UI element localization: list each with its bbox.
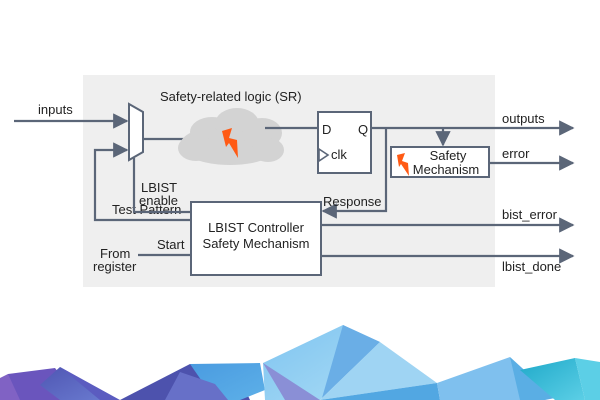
lbist-controller-label-1: LBIST Controller [208, 220, 305, 235]
inputs-label: inputs [38, 102, 73, 117]
ff-q-label: Q [358, 122, 368, 137]
response-wire [321, 128, 388, 219]
region-title: Safety-related logic (SR) [160, 89, 302, 104]
error-label: error [502, 146, 530, 161]
from-register-label-1: From [100, 246, 130, 261]
lbist-enable-label-2: enable [139, 193, 178, 208]
lbist-enable-label-1: LBIST [141, 180, 177, 195]
decorative-mountains [0, 325, 600, 400]
bist-error-label: bist_error [502, 207, 558, 222]
outputs-label: outputs [502, 111, 545, 126]
ff-clk-label: clk [331, 147, 347, 162]
test-pattern-wire [93, 142, 191, 222]
lbist-controller-label-2: Safety Mechanism [203, 236, 310, 251]
cloud-icon [178, 108, 284, 165]
lbist-enable-wire [132, 158, 191, 214]
from-register-label-2: register [93, 259, 137, 274]
ff-d-label: D [322, 122, 331, 137]
lightning-bolt-icon [222, 128, 238, 158]
response-label: Response [323, 194, 382, 209]
start-label: Start [157, 237, 185, 252]
lbist-controller-box [190, 201, 322, 276]
lightning-bolt-icon [397, 153, 409, 176]
clock-triangle-icon [318, 147, 330, 163]
safety-mechanism-label-2: Mechanism [413, 162, 479, 177]
test-pattern-label: Test Pattern [112, 202, 181, 217]
lbist-done-label: lbist_done [502, 259, 561, 274]
safety-mechanism-label-1: Safety [430, 148, 467, 163]
flip-flop [317, 111, 372, 174]
multiplexer-icon [128, 102, 144, 162]
